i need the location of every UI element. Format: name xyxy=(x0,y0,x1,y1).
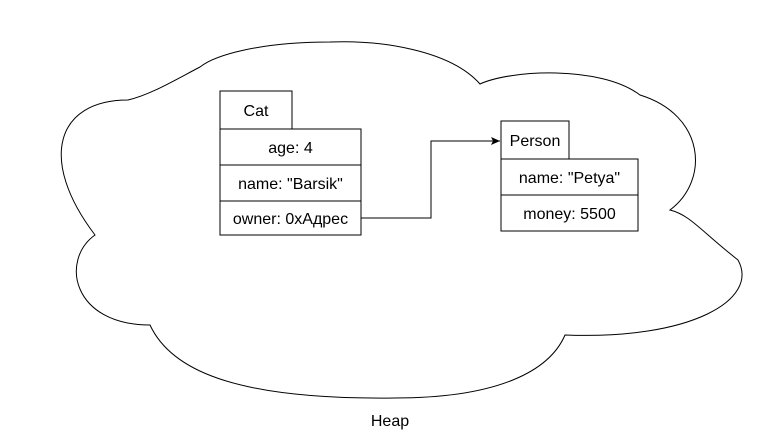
cat-field-owner: owner: 0xАдрес xyxy=(233,211,348,228)
owner-reference-arrow xyxy=(361,137,500,219)
heap-label: Heap xyxy=(371,413,409,430)
person-field-name: name: "Petya" xyxy=(519,170,620,187)
person-title: Person xyxy=(510,133,561,150)
cat-field-name: name: "Barsik" xyxy=(238,176,343,193)
heap-cloud xyxy=(60,41,743,399)
cat-title: Cat xyxy=(244,103,269,120)
cat-object: Cat age: 4 name: "Barsik" owner: 0xАдрес xyxy=(219,90,362,236)
person-field-money-cell xyxy=(500,194,639,232)
cat-field-age-cell xyxy=(219,128,362,166)
person-field-name-cell xyxy=(500,158,639,196)
cat-title-tab xyxy=(219,90,293,130)
cat-field-name-cell xyxy=(219,164,362,202)
person-field-money: money: 5500 xyxy=(523,206,616,223)
cat-field-age: age: 4 xyxy=(268,140,313,157)
person-object: Person name: "Petya" money: 5500 xyxy=(500,120,639,232)
